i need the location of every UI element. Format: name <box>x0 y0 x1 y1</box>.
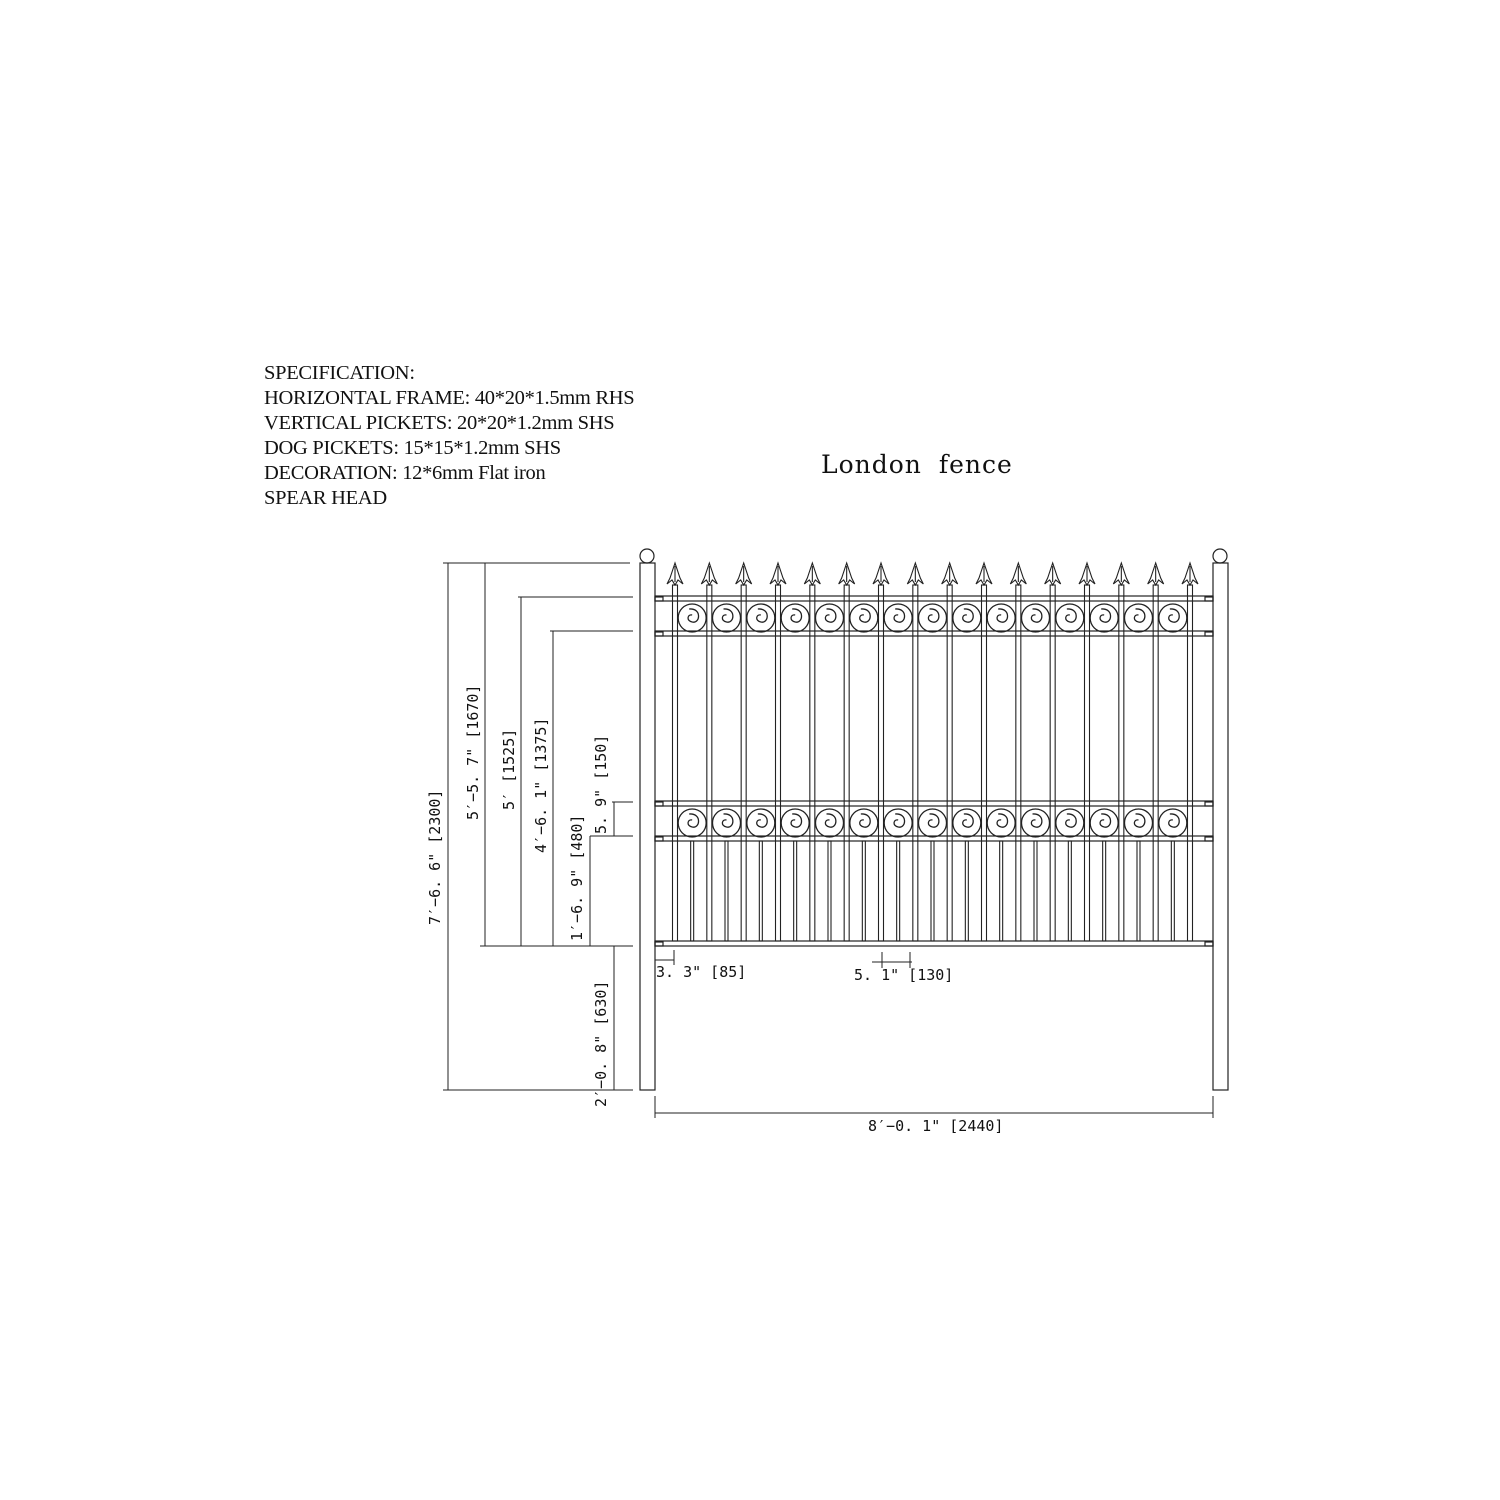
dim-total-width: 8′−0. 1" [2440] <box>868 1117 1003 1135</box>
dim-scroll-band: 5. 9" [150] <box>592 735 610 834</box>
bottom-rail <box>654 940 1214 947</box>
right-post-cap-icon <box>1212 548 1228 564</box>
spec-heading: SPECIFICATION: <box>264 362 415 384</box>
specification-block: SPECIFICATION: HORIZONTAL FRAME: 40*20*1… <box>264 361 635 511</box>
left-post <box>639 562 656 1091</box>
dim-ground-clearance: 2′−0. 8" [630] <box>592 981 610 1107</box>
middle-rail-pair <box>654 800 1214 842</box>
dim-picket-spacing: 5. 1" [130] <box>854 966 953 984</box>
top-rail-pair <box>654 595 1214 637</box>
pickets <box>666 561 1199 942</box>
spec-dog-pickets: DOG PICKETS: 15*15*1.2mm SHS <box>264 437 561 459</box>
spec-decoration: DECORATION: 12*6mm Flat iron <box>264 462 546 484</box>
left-post-cap-icon <box>639 548 655 564</box>
dim-second-rail-height: 4′−6. 1" [1375] <box>532 718 550 853</box>
drawing-title: London fence <box>821 450 1013 479</box>
scroll-decorations <box>677 603 1188 838</box>
dimension-lines <box>443 562 1214 1118</box>
dim-top-rail-height: 5′ [1525] <box>500 729 518 810</box>
dim-spear-height: 5′−5. 7" [1670] <box>464 685 482 820</box>
dim-lower-rail-height: 1′−6. 9" [480] <box>568 815 586 941</box>
right-post <box>1212 562 1229 1091</box>
spec-horizontal-frame: HORIZONTAL FRAME: 40*20*1.5mm RHS <box>264 387 635 409</box>
dim-total-height: 7′−6. 6" [2300] <box>426 790 444 925</box>
dim-end-gap: 3. 3" [85] <box>656 963 746 981</box>
fence-body <box>639 548 1229 1091</box>
spec-spear-head: SPEAR HEAD <box>264 487 387 509</box>
spec-vertical-pickets: VERTICAL PICKETS: 20*20*1.2mm SHS <box>264 412 615 434</box>
